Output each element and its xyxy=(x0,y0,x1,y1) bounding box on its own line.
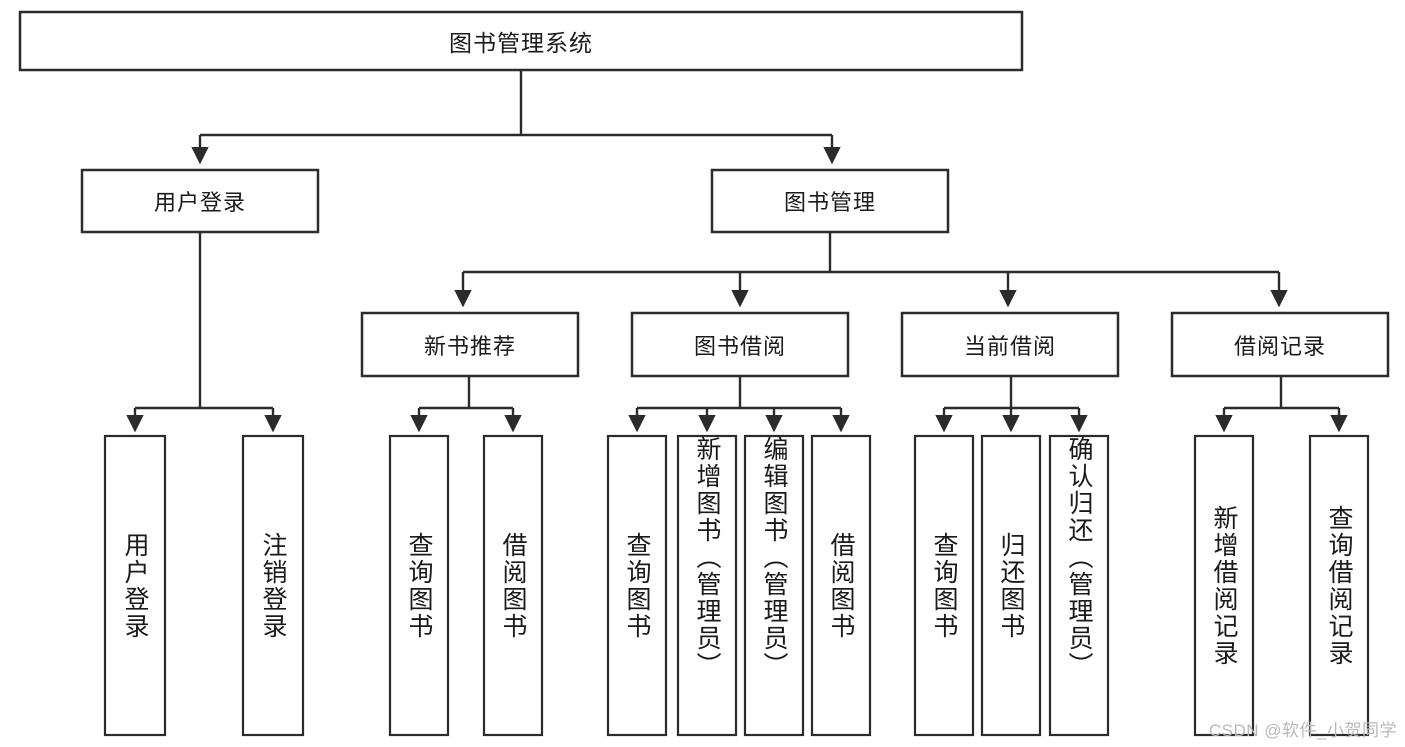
node-book-borrow-box[interactable] xyxy=(630,311,850,378)
leaf-box-add-book-admin[interactable] xyxy=(676,434,738,737)
leaf-box-edit-book-admin[interactable] xyxy=(743,434,805,737)
csdn-watermark: CSDN @软件_小贺同学 xyxy=(1208,721,1397,740)
leaf-box-return-book[interactable] xyxy=(980,434,1042,737)
leaf-box-borrow-book[interactable] xyxy=(810,434,872,737)
leaf-box-query-book-new[interactable] xyxy=(388,434,450,737)
leaf-box-borrow-book-new[interactable] xyxy=(482,434,544,737)
leaf-box-logout[interactable] xyxy=(241,434,305,737)
leaf-box-user-login[interactable] xyxy=(103,434,167,737)
leaf-box-query-book-borrow[interactable] xyxy=(606,434,668,737)
node-root-box[interactable] xyxy=(18,10,1024,72)
leaf-box-confirm-return-admin[interactable] xyxy=(1048,434,1110,737)
node-current-borrow-box[interactable] xyxy=(900,311,1120,378)
leaf-box-query-borrow-record[interactable] xyxy=(1308,434,1370,737)
node-borrow-record-box[interactable] xyxy=(1170,311,1390,378)
node-book-manage-box[interactable] xyxy=(710,168,950,234)
node-user-login-box[interactable] xyxy=(80,168,320,234)
leaf-box-query-book-current[interactable] xyxy=(913,434,975,737)
leaf-box-add-borrow-record[interactable] xyxy=(1193,434,1255,737)
node-new-books-box[interactable] xyxy=(360,311,580,378)
